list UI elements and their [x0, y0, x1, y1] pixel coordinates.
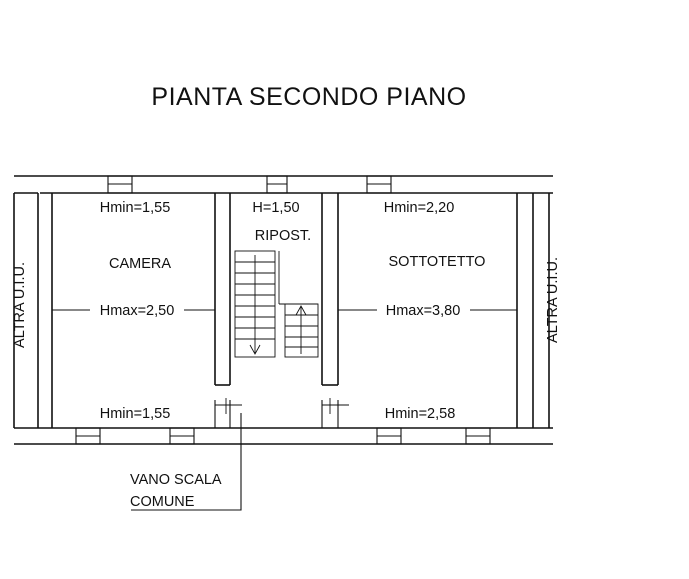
neighbor-left-label: ALTRA U.I.U.: [12, 262, 28, 348]
sottotetto-name: SOTTOTETTO: [389, 254, 486, 270]
ripost-name: RIPOST.: [255, 228, 311, 244]
sottotetto-hmax: Hmax=3,80: [386, 303, 461, 319]
plan-title: PIANTA SECONDO PIANO: [151, 83, 466, 111]
stair-label-line1: VANO SCALA: [130, 472, 222, 488]
stair-flight-down: [234, 250, 276, 358]
bottom-windows: [75, 427, 491, 445]
stair-core-walls: [321, 193, 339, 428]
top-windows: [107, 175, 392, 194]
stair-label-line2: COMUNE: [130, 494, 195, 510]
left-neighbor-wall: [13, 192, 39, 428]
camera-hmax: Hmax=2,50: [100, 303, 175, 319]
camera-room-walls: [51, 193, 231, 428]
door-jambs: [215, 398, 349, 414]
stair-label-leader: [131, 413, 242, 511]
camera-hmin-bottom: Hmin=1,55: [100, 406, 171, 422]
stair-flight-up: [278, 251, 319, 358]
ripost-height: H=1,50: [252, 200, 299, 216]
camera-hmin-top: Hmin=1,55: [100, 200, 171, 216]
camera-name: CAMERA: [109, 256, 171, 272]
neighbor-right-label: ALTRA U.I.U.: [545, 257, 561, 343]
sottotetto-hmin-bottom: Hmin=2,58: [385, 406, 456, 422]
right-neighbor-wall: [532, 193, 550, 428]
sottotetto-hmin-top: Hmin=2,20: [384, 200, 455, 216]
